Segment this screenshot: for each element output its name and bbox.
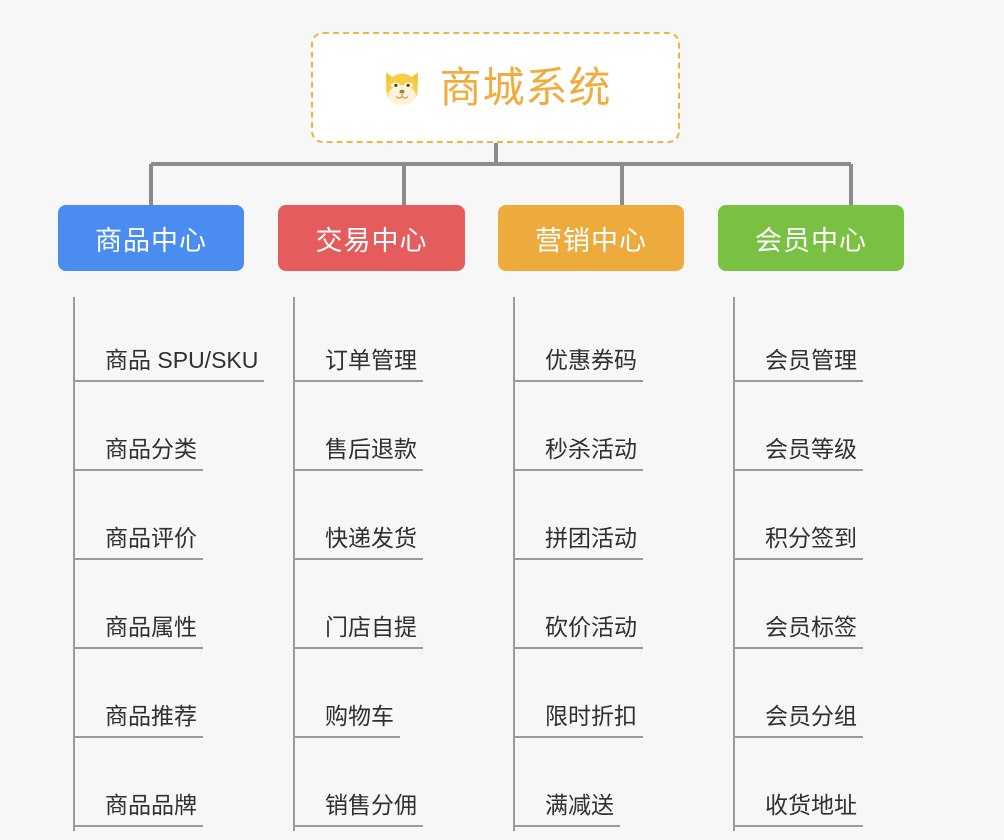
leaf-label: 会员管理 [735, 347, 863, 382]
leaf-label: 快递发货 [295, 525, 423, 560]
list-item[interactable]: 会员标签 [735, 564, 937, 653]
list-item[interactable]: 优惠券码 [515, 297, 717, 386]
leaf-label: 商品属性 [75, 614, 203, 649]
list-item[interactable]: 商品推荐 [75, 653, 277, 742]
category-column-2: 营销中心 优惠券码 秒杀活动 拼团活动 砍价活动 限时折扣 [498, 205, 717, 831]
leaf-label: 收货地址 [735, 792, 863, 827]
leaf-label: 门店自提 [295, 614, 423, 649]
list-item[interactable]: 快递发货 [295, 475, 497, 564]
list-item[interactable]: 会员管理 [735, 297, 937, 386]
list-item[interactable]: 砍价活动 [515, 564, 717, 653]
list-item[interactable]: 门店自提 [295, 564, 497, 653]
leaf-label: 商品 SPU/SKU [75, 347, 265, 382]
list-item[interactable]: 商品品牌 [75, 742, 277, 831]
category-header-2[interactable]: 营销中心 [498, 205, 684, 271]
category-header-1[interactable]: 交易中心 [278, 205, 465, 271]
leaf-list-2: 优惠券码 秒杀活动 拼团活动 砍价活动 限时折扣 满减送 [513, 297, 717, 831]
dog-face-icon [386, 71, 419, 105]
leaf-label: 限时折扣 [515, 703, 643, 738]
root-node[interactable]: 商城系统 [311, 32, 680, 143]
leaf-label: 销售分佣 [295, 792, 423, 827]
root-title: 商城系统 [439, 63, 612, 111]
category-title-0: 商品中心 [95, 225, 207, 256]
leaf-label: 购物车 [295, 703, 400, 738]
category-column-1: 交易中心 订单管理 售后退款 快递发货 门店自提 购物车 [278, 205, 497, 831]
list-item[interactable]: 销售分佣 [295, 742, 497, 831]
list-item[interactable]: 购物车 [295, 653, 497, 742]
leaf-label: 会员标签 [735, 614, 863, 649]
list-item[interactable]: 售后退款 [295, 386, 497, 475]
list-item[interactable]: 订单管理 [295, 297, 497, 386]
category-columns: 商品中心 商品 SPU/SKU 商品分类 商品评价 商品属性 商品推荐 [0, 205, 1004, 840]
leaf-label: 秒杀活动 [515, 436, 643, 471]
list-item[interactable]: 商品分类 [75, 386, 277, 475]
leaf-label: 砍价活动 [515, 614, 643, 649]
leaf-label: 拼团活动 [515, 525, 643, 560]
leaf-label: 商品品牌 [75, 792, 203, 827]
category-title-3: 会员中心 [755, 225, 867, 256]
leaf-label: 优惠券码 [515, 347, 643, 382]
leaf-label: 会员等级 [735, 436, 863, 471]
list-item[interactable]: 秒杀活动 [515, 386, 717, 475]
list-item[interactable]: 满减送 [515, 742, 717, 831]
list-item[interactable]: 会员等级 [735, 386, 937, 475]
leaf-list-3: 会员管理 会员等级 积分签到 会员标签 会员分组 收货地址 [733, 297, 937, 831]
leaf-label: 售后退款 [295, 436, 423, 471]
list-item[interactable]: 拼团活动 [515, 475, 717, 564]
leaf-label: 会员分组 [735, 703, 863, 738]
leaf-list-1: 订单管理 售后退款 快递发货 门店自提 购物车 销售分佣 [293, 297, 497, 831]
leaf-label: 积分签到 [735, 525, 863, 560]
list-item[interactable]: 商品评价 [75, 475, 277, 564]
leaf-label: 订单管理 [295, 347, 423, 382]
leaf-label: 商品分类 [75, 436, 203, 471]
list-item[interactable]: 商品 SPU/SKU [75, 297, 277, 386]
leaf-label: 满减送 [515, 792, 620, 827]
category-column-0: 商品中心 商品 SPU/SKU 商品分类 商品评价 商品属性 商品推荐 [58, 205, 277, 831]
category-title-2: 营销中心 [535, 225, 647, 256]
leaf-list-0: 商品 SPU/SKU 商品分类 商品评价 商品属性 商品推荐 商品品牌 [73, 297, 277, 831]
list-item[interactable]: 商品属性 [75, 564, 277, 653]
category-title-1: 交易中心 [315, 225, 428, 256]
leaf-label: 商品推荐 [75, 703, 203, 738]
list-item[interactable]: 收货地址 [735, 742, 937, 831]
category-header-3[interactable]: 会员中心 [718, 205, 904, 271]
category-column-3: 会员中心 会员管理 会员等级 积分签到 会员标签 会员分组 [718, 205, 937, 831]
list-item[interactable]: 限时折扣 [515, 653, 717, 742]
category-header-0[interactable]: 商品中心 [58, 205, 244, 271]
leaf-label: 商品评价 [75, 525, 203, 560]
list-item[interactable]: 会员分组 [735, 653, 937, 742]
list-item[interactable]: 积分签到 [735, 475, 937, 564]
